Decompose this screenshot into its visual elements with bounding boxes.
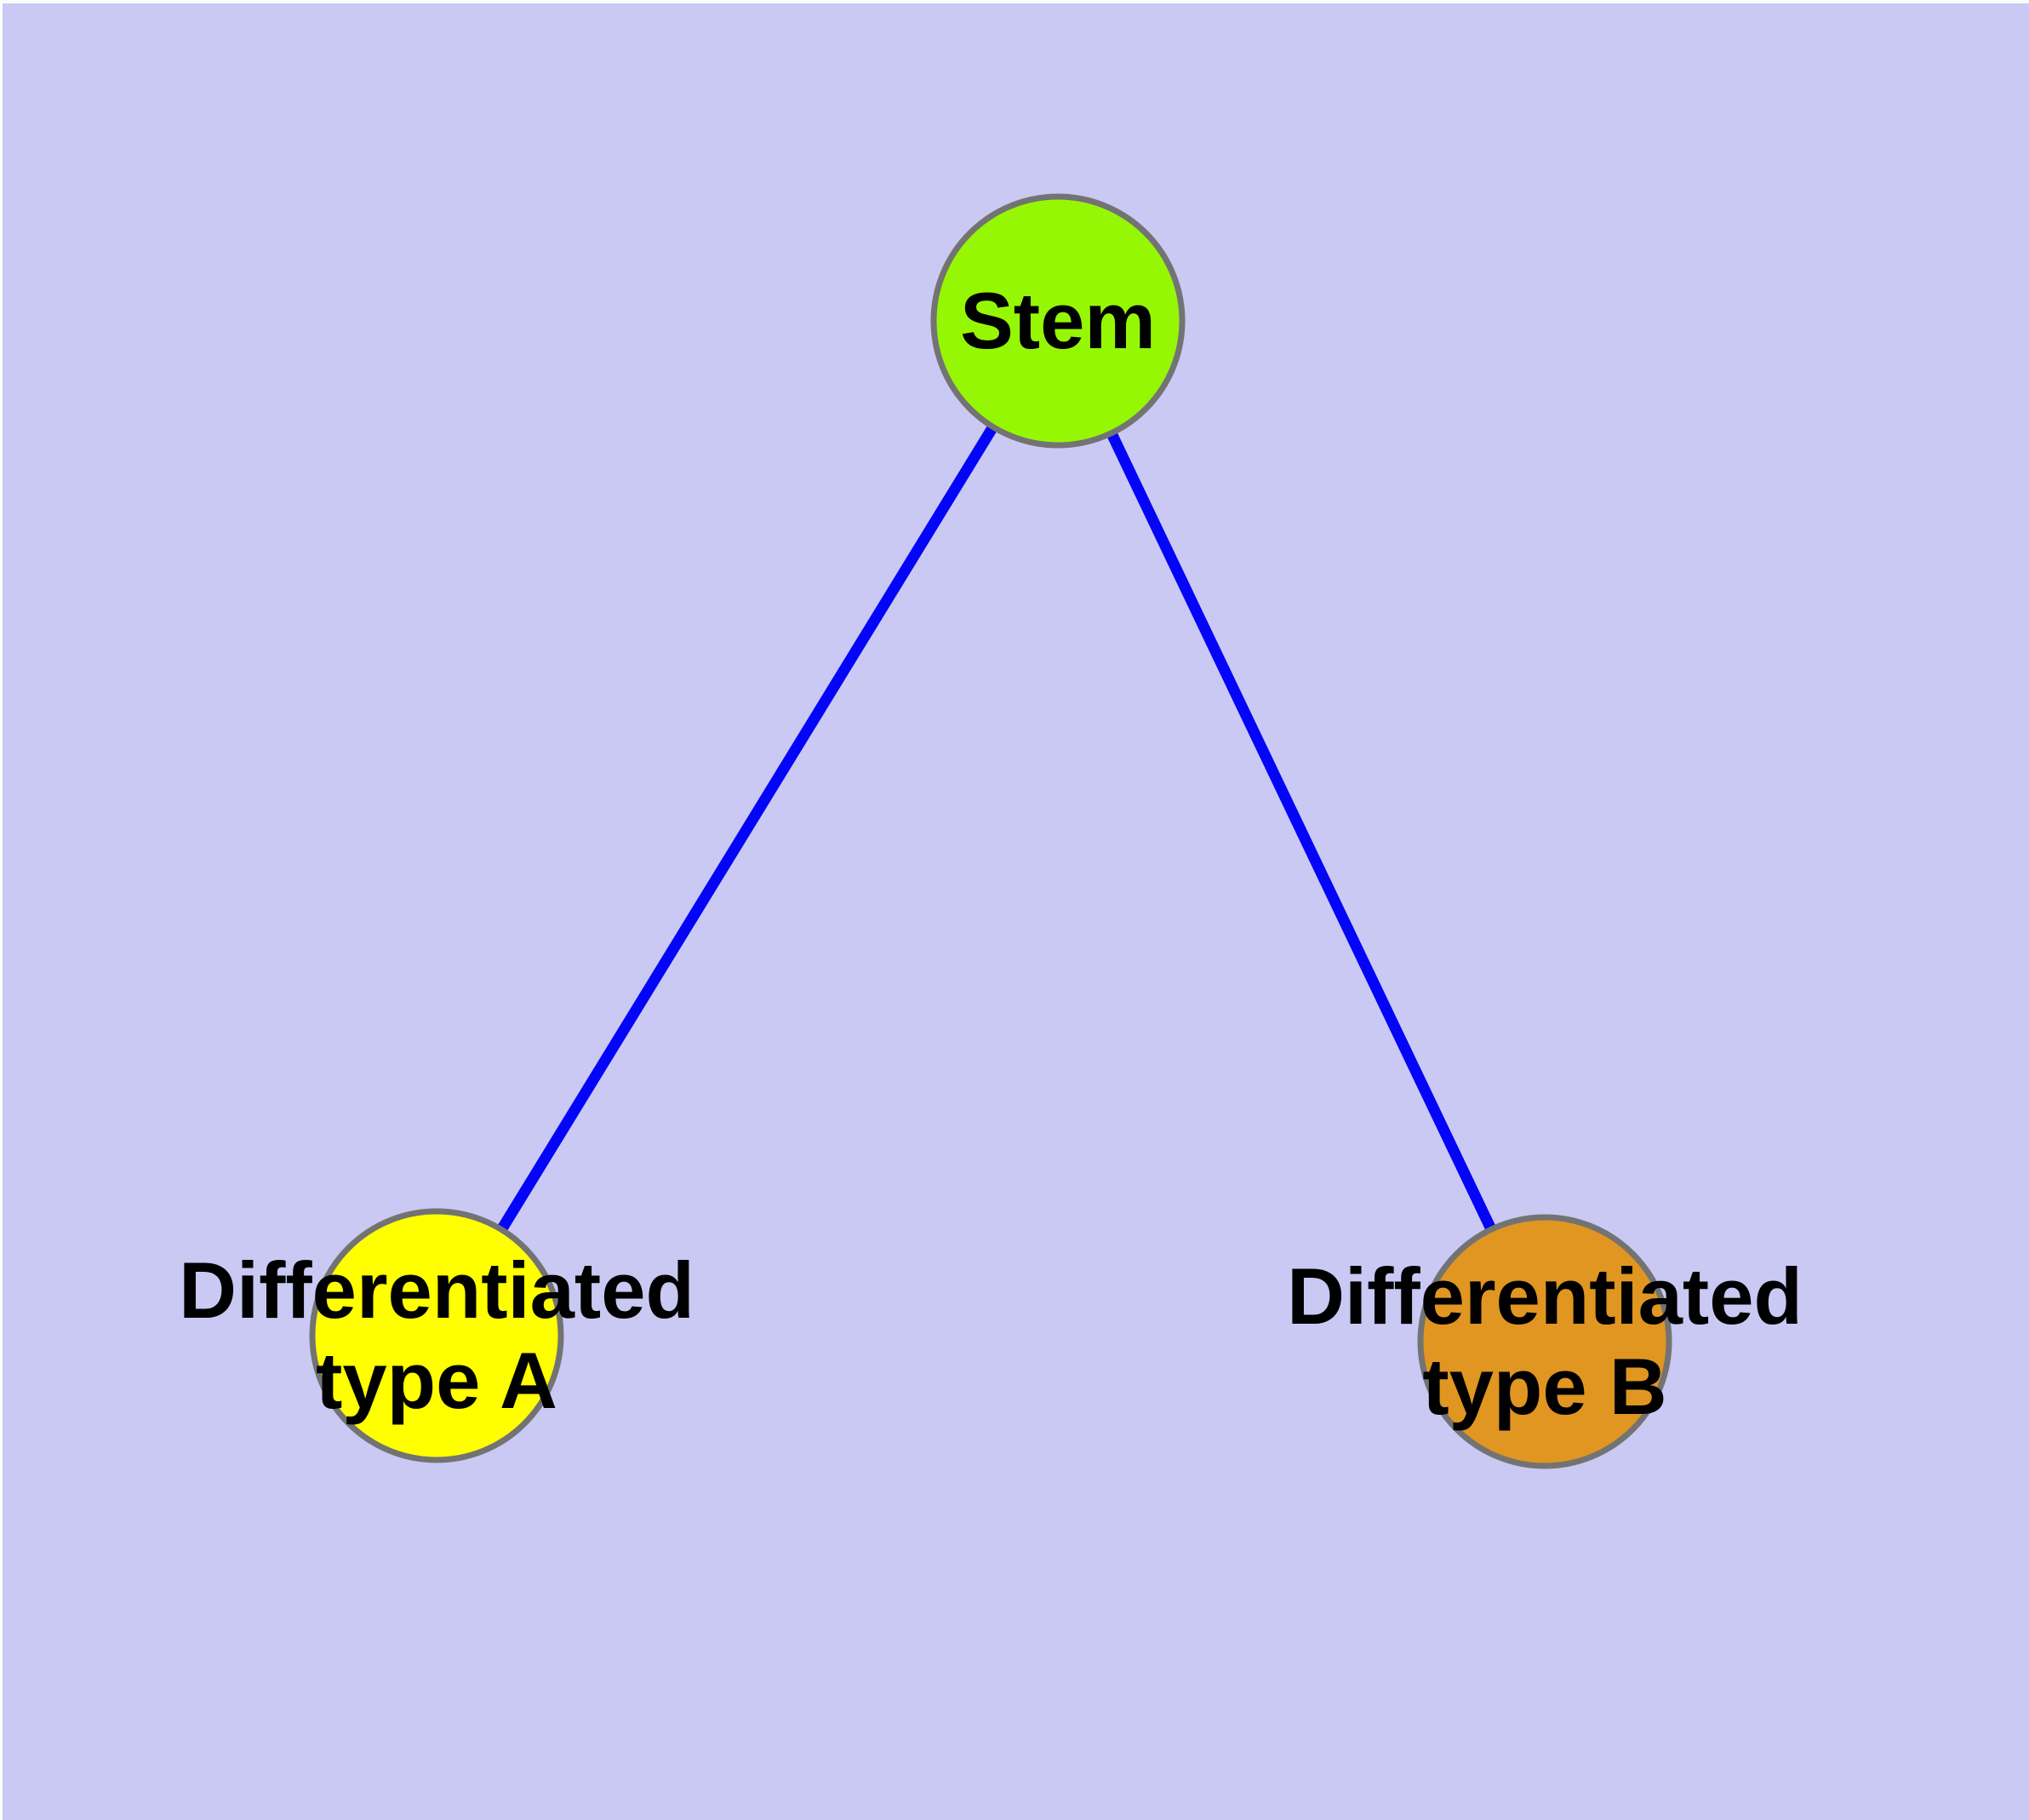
nodes-group xyxy=(309,193,1672,1469)
edges-group xyxy=(432,318,1550,1344)
node-circle-diff-b[interactable] xyxy=(1417,1214,1672,1469)
node-circle-diff-a[interactable] xyxy=(309,1208,564,1463)
edge-stem-diff-b xyxy=(1053,318,1550,1344)
node-circle-stem[interactable] xyxy=(930,193,1186,449)
edge-stem-diff-a xyxy=(432,318,1063,1339)
graph-svg xyxy=(309,193,1672,1469)
